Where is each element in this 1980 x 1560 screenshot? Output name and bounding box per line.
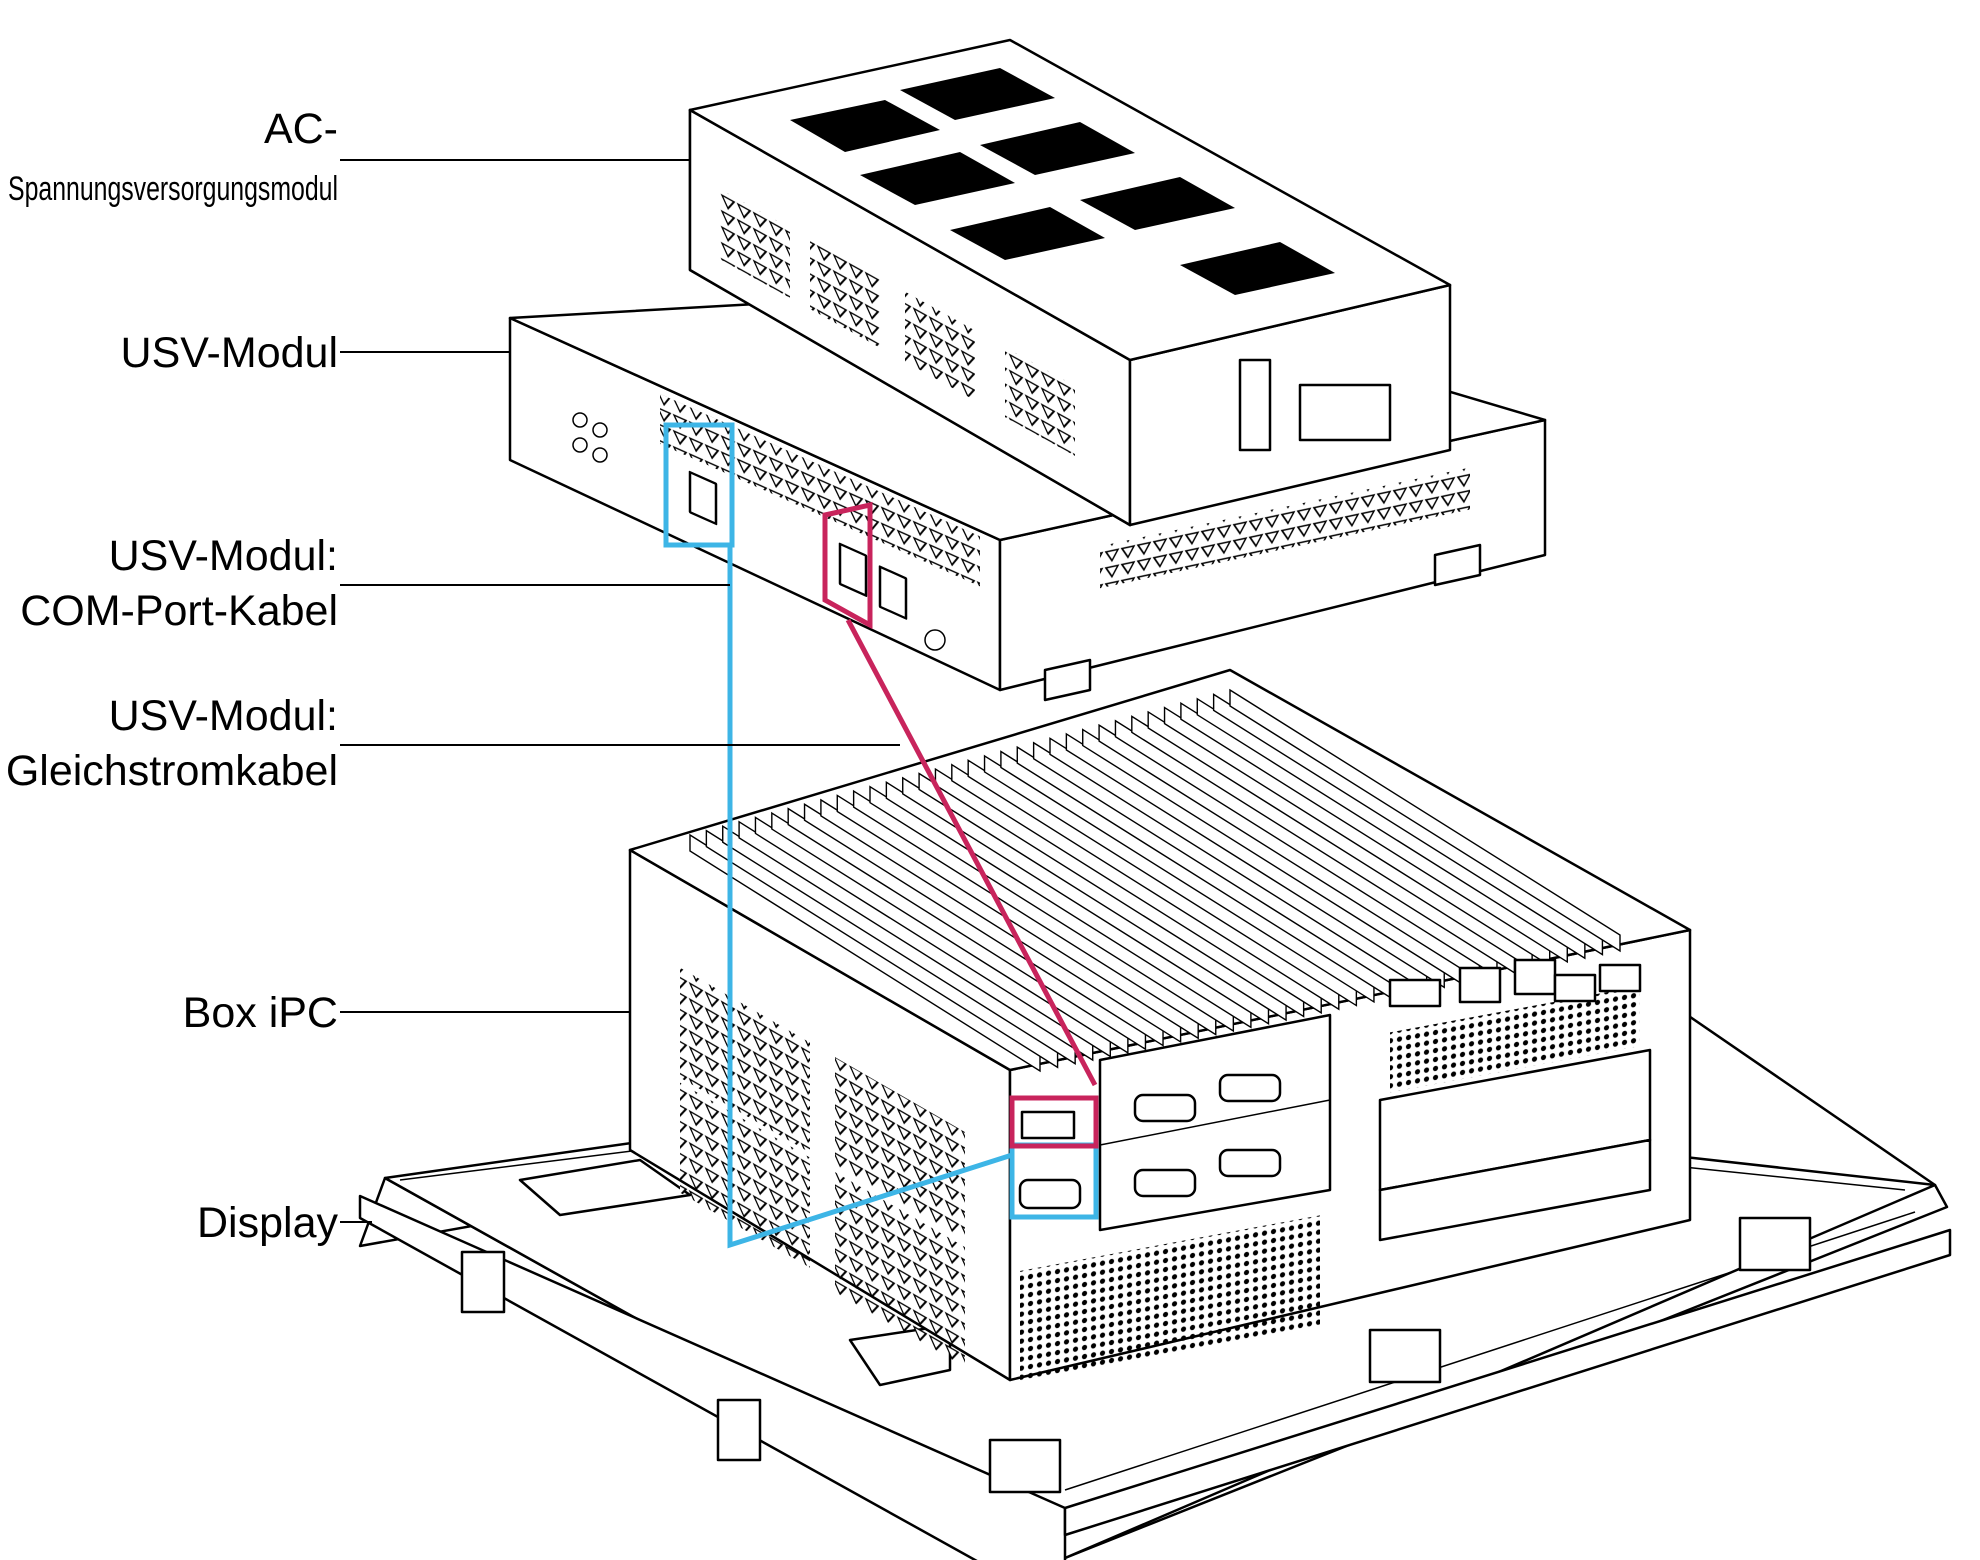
- dc-in-connector: [1020, 1110, 1076, 1140]
- label-dc-line2: Gleichstromkabel: [6, 747, 338, 795]
- label-ac-line2: Spannungsversorgungsmodul: [8, 170, 338, 208]
- com1-port: [1018, 1178, 1082, 1210]
- dc-power-cable: [822, 501, 1099, 1149]
- box-ipc: [628, 668, 1692, 1382]
- ac-power-supply: [688, 38, 1452, 527]
- label-box-ipc: Box iPC: [183, 989, 338, 1037]
- label-ups: USV-Modul: [121, 329, 338, 377]
- callout-lines: [340, 159, 900, 1223]
- labels: AC- Spannungsversorgungsmodul USV-Modul …: [6, 105, 339, 1247]
- label-com-line2: COM-Port-Kabel: [20, 587, 338, 635]
- label-display: Display: [197, 1199, 338, 1247]
- display-clamp-left: [460, 1216, 1812, 1494]
- heatsink-fins: [689, 688, 1621, 1073]
- heatsink-fin: [1229, 688, 1621, 953]
- label-dc-line1: USV-Modul:: [109, 692, 338, 740]
- label-ac-line1: AC-: [264, 105, 338, 153]
- label-com-line1: USV-Modul:: [109, 532, 338, 580]
